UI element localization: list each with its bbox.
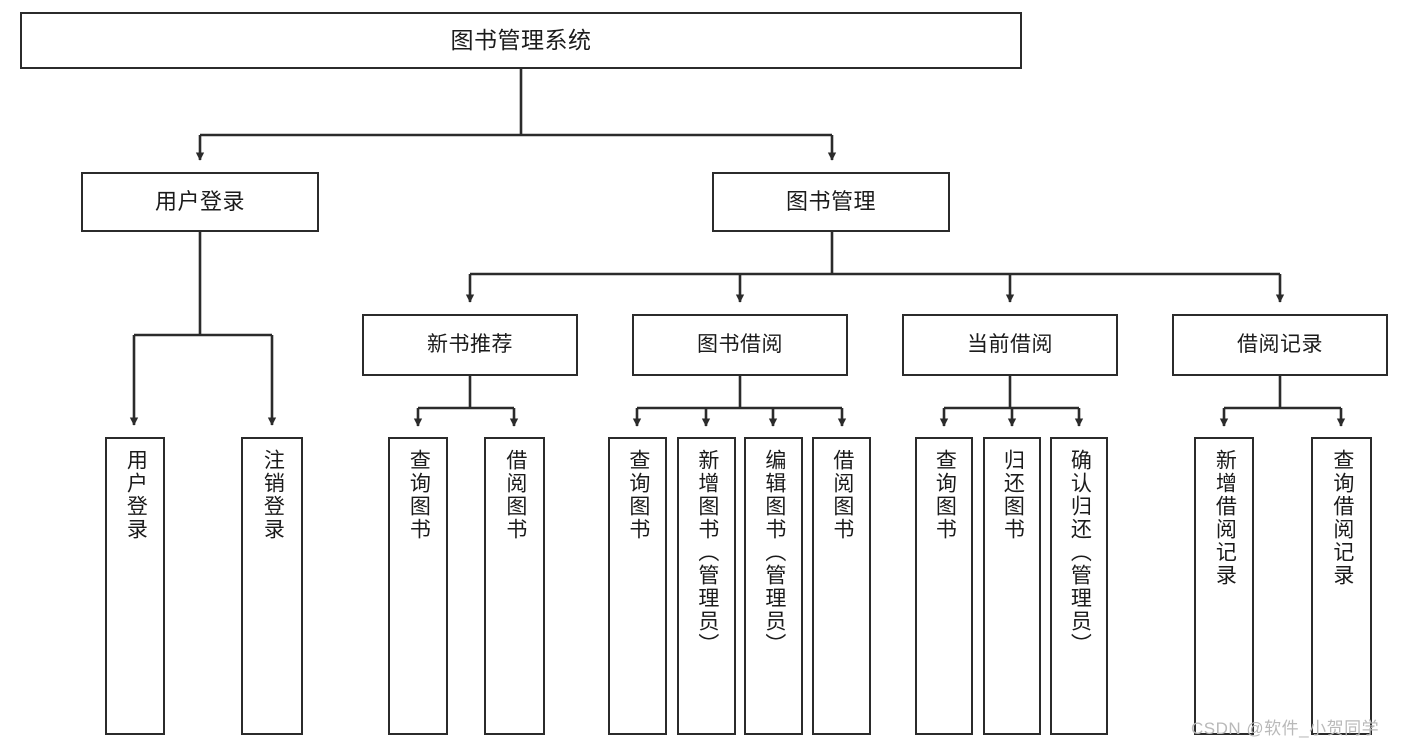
node-book-borrowing[interactable]: 图书借阅 [632, 314, 848, 376]
node-leaf-add-book-admin-label: 新增图书（管理员） [695, 449, 719, 656]
node-leaf-borrow-book-rec-label: 借阅图书 [503, 449, 527, 541]
node-leaf-query-book-rec[interactable]: 查询图书 [388, 437, 448, 735]
node-leaf-confirm-return-admin-label: 确认归还（管理员） [1068, 449, 1092, 656]
node-leaf-query-book-current-label: 查询图书 [933, 449, 957, 541]
node-leaf-logout-label: 注销登录 [261, 449, 285, 541]
node-current-borrowing[interactable]: 当前借阅 [902, 314, 1118, 376]
node-leaf-return-book[interactable]: 归还图书 [983, 437, 1041, 735]
node-leaf-add-book-admin[interactable]: 新增图书（管理员） [677, 437, 736, 735]
node-leaf-edit-book-admin-label: 编辑图书（管理员） [762, 449, 786, 656]
node-leaf-confirm-return-admin[interactable]: 确认归还（管理员） [1050, 437, 1108, 735]
node-leaf-return-book-label: 归还图书 [1001, 449, 1025, 541]
node-leaf-borrow-book-label: 借阅图书 [830, 449, 854, 541]
node-borrowing-record-label: 借阅记录 [1237, 332, 1323, 356]
node-leaf-logout[interactable]: 注销登录 [241, 437, 303, 735]
node-current-borrowing-label: 当前借阅 [967, 332, 1053, 356]
node-borrowing-record[interactable]: 借阅记录 [1172, 314, 1388, 376]
node-leaf-edit-book-admin[interactable]: 编辑图书（管理员） [744, 437, 803, 735]
node-leaf-borrow-book-rec[interactable]: 借阅图书 [484, 437, 545, 735]
node-leaf-borrow-book[interactable]: 借阅图书 [812, 437, 871, 735]
node-leaf-user-login-label: 用户登录 [124, 449, 148, 541]
node-book-borrowing-label: 图书借阅 [697, 332, 783, 356]
node-book-management[interactable]: 图书管理 [712, 172, 950, 232]
node-user-login[interactable]: 用户登录 [81, 172, 319, 232]
node-leaf-user-login[interactable]: 用户登录 [105, 437, 165, 735]
node-leaf-query-borrow-record[interactable]: 查询借阅记录 [1311, 437, 1372, 735]
node-leaf-query-book-rec-label: 查询图书 [407, 449, 431, 541]
node-new-book-recommendation[interactable]: 新书推荐 [362, 314, 578, 376]
node-leaf-query-book-borrow-label: 查询图书 [626, 449, 650, 541]
node-leaf-add-borrow-record-label: 新增借阅记录 [1213, 449, 1237, 587]
node-leaf-query-book-borrow[interactable]: 查询图书 [608, 437, 667, 735]
csdn-watermark: CSDN @软件_小贺同学 [1191, 719, 1380, 738]
node-root-system-label: 图书管理系统 [450, 26, 592, 53]
node-leaf-query-book-current[interactable]: 查询图书 [915, 437, 973, 735]
node-book-management-label: 图书管理 [785, 189, 876, 215]
node-leaf-add-borrow-record[interactable]: 新增借阅记录 [1194, 437, 1254, 735]
node-leaf-query-borrow-record-label: 查询借阅记录 [1330, 449, 1354, 587]
node-user-login-label: 用户登录 [154, 189, 245, 215]
node-new-book-recommendation-label: 新书推荐 [427, 332, 513, 356]
node-root-system[interactable]: 图书管理系统 [20, 12, 1022, 69]
